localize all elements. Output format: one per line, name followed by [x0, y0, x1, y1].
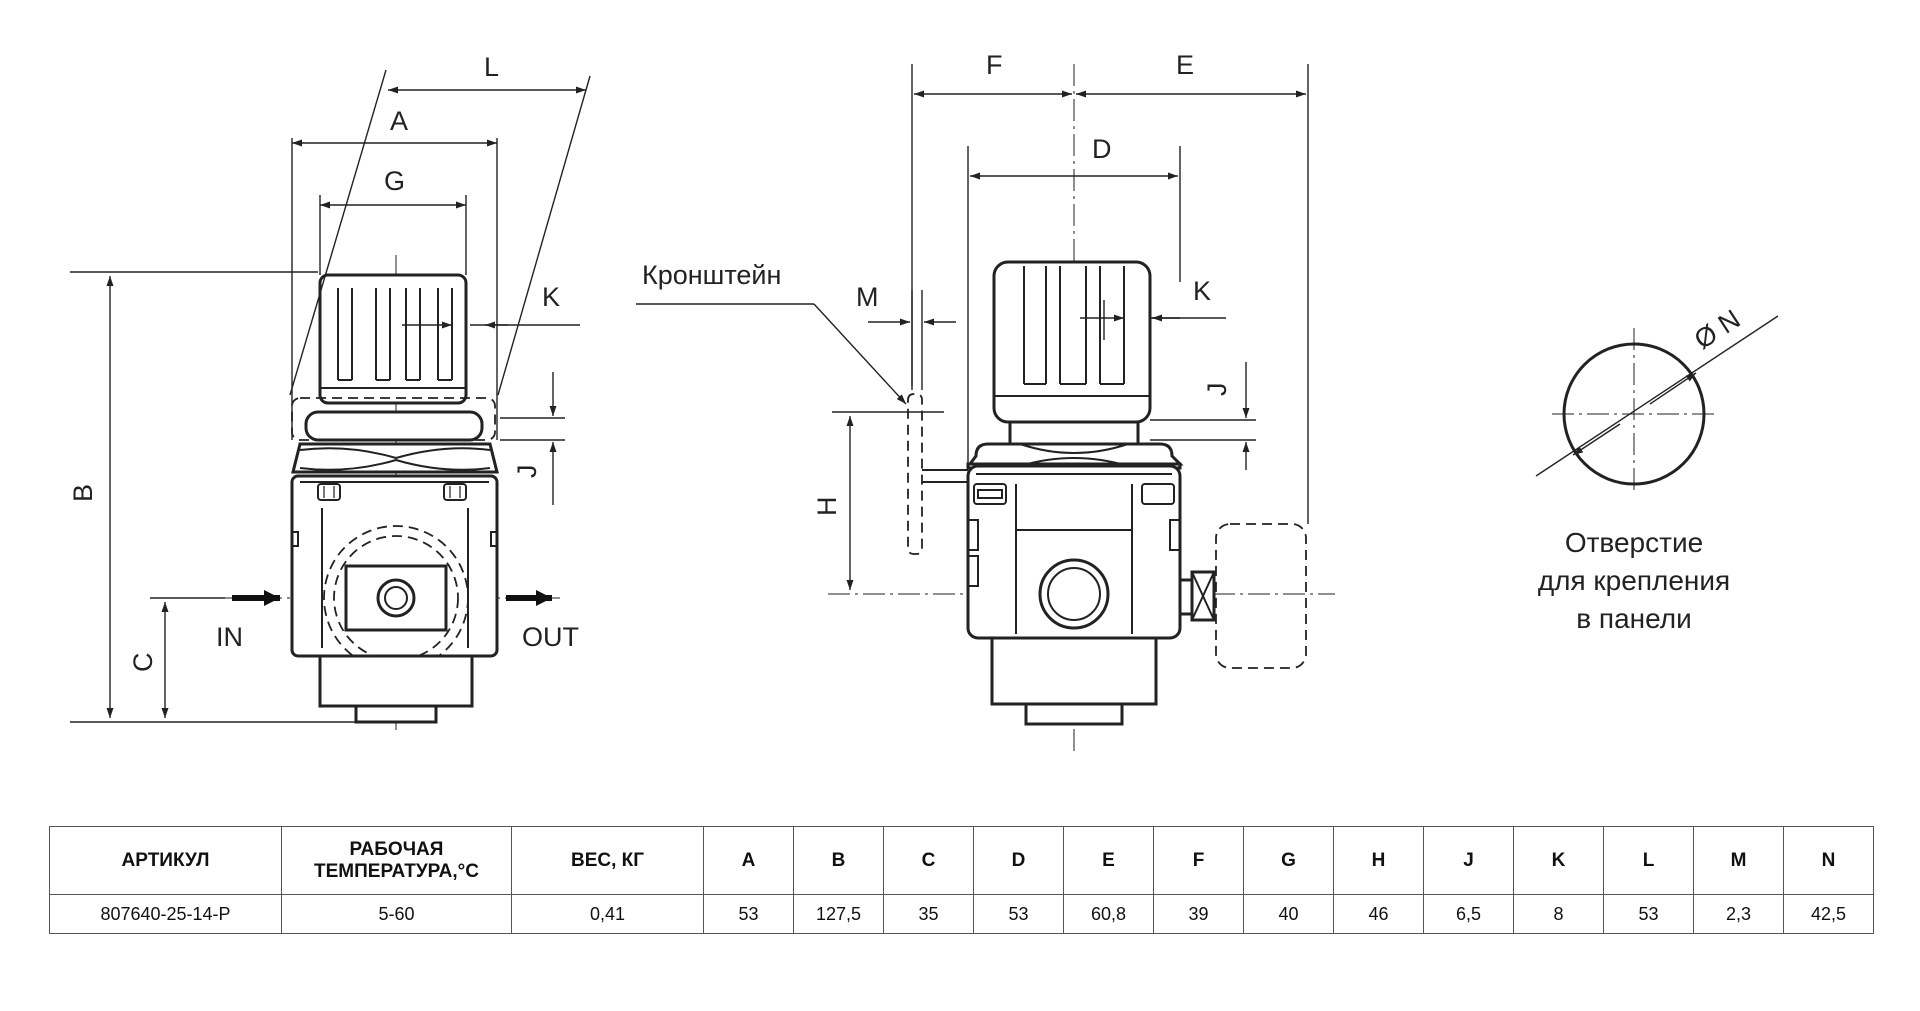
cell-weight: 0,41 [511, 894, 704, 934]
header-j: J [1423, 826, 1514, 895]
dim-k-label-side: K [1193, 276, 1211, 306]
header-article: АРТИКУЛ [49, 826, 282, 895]
header-b: B [793, 826, 884, 895]
bracket-label: Кронштейн [642, 260, 781, 290]
cell-a: 53 [703, 894, 794, 934]
dim-k-label-front: K [542, 282, 560, 312]
dim-g-label: G [384, 166, 405, 196]
cell-n: 42,5 [1783, 894, 1874, 934]
hole-caption-line-3: в панели [1576, 603, 1691, 634]
dim-b-label: B [68, 484, 98, 502]
header-h: H [1333, 826, 1424, 895]
header-e: E [1063, 826, 1154, 895]
cell-d: 53 [973, 894, 1064, 934]
table-row: 807640-25-14-P 5-60 0,41 53 127,5 35 53 … [49, 894, 1874, 934]
cell-h: 46 [1333, 894, 1424, 934]
front-view: IN OUT L A G K J B [68, 52, 591, 730]
dim-m-label: M [856, 282, 879, 312]
cell-b: 127,5 [793, 894, 884, 934]
header-n: N [1783, 826, 1874, 895]
header-c: C [883, 826, 974, 895]
header-a: A [703, 826, 794, 895]
cell-c: 35 [883, 894, 974, 934]
dim-a-label: A [390, 106, 408, 136]
cell-j: 6,5 [1423, 894, 1514, 934]
specification-table: АРТИКУЛ РАБОЧАЯ ТЕМПЕРАТУРА,°С ВЕС, КГ A… [49, 826, 1874, 934]
out-label: OUT [522, 622, 579, 652]
mounting-hole-view: Ø N Отверстие для крепления в панели [1535, 304, 1779, 634]
in-label: IN [216, 622, 243, 652]
header-weight: ВЕС, КГ [511, 826, 704, 895]
cell-g: 40 [1243, 894, 1334, 934]
dim-f-label: F [986, 50, 1003, 80]
cell-l: 53 [1603, 894, 1694, 934]
cell-article: 807640-25-14-P [49, 894, 282, 934]
cell-k: 8 [1513, 894, 1604, 934]
diameter-n-label: Ø N [1689, 304, 1746, 355]
header-f: F [1153, 826, 1244, 895]
header-k: K [1513, 826, 1604, 895]
dim-h-label: H [812, 497, 842, 517]
dim-j-label-side: J [1202, 383, 1232, 397]
side-view: F E D K M J H Кронштейн [636, 50, 1335, 752]
dim-e-label: E [1176, 50, 1194, 80]
dim-l-label: L [484, 52, 499, 82]
hole-caption-line-1: Отверстие [1565, 527, 1703, 558]
header-d: D [973, 826, 1064, 895]
dim-d-label: D [1092, 134, 1112, 164]
cell-temperature: 5-60 [281, 894, 512, 934]
header-temperature: РАБОЧАЯ ТЕМПЕРАТУРА,°С [281, 826, 512, 895]
table-header-row: АРТИКУЛ РАБОЧАЯ ТЕМПЕРАТУРА,°С ВЕС, КГ A… [49, 826, 1874, 895]
header-l: L [1603, 826, 1694, 895]
header-m: M [1693, 826, 1784, 895]
technical-drawing: IN OUT L A G K J B [68, 50, 1779, 752]
cell-m: 2,3 [1693, 894, 1784, 934]
header-g: G [1243, 826, 1334, 895]
dim-c-label: C [128, 653, 158, 673]
dim-j-label-front: J [512, 465, 542, 479]
cell-e: 60,8 [1063, 894, 1154, 934]
cell-f: 39 [1153, 894, 1244, 934]
hole-caption-line-2: для крепления [1538, 565, 1730, 596]
